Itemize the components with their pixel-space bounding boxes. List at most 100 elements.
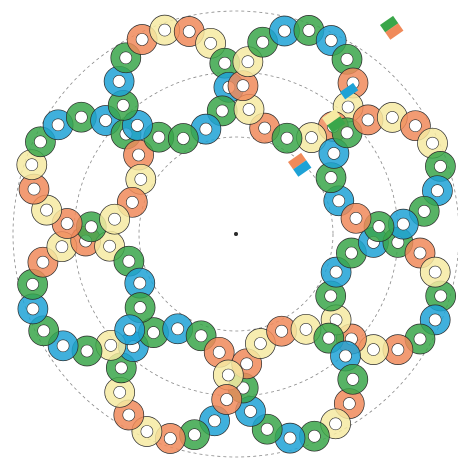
ring-yellow [100,204,130,234]
ring-hole [38,325,50,337]
ring-hole [222,369,234,381]
ring-hole [261,423,273,435]
ring-hole [85,221,97,233]
ring-hole [177,133,189,145]
ring-hole [136,34,148,46]
ring-hole [135,173,147,185]
ring-hole [325,172,337,184]
ring-hole [431,185,443,197]
ring-hole [340,350,352,362]
ring-hole [242,56,254,68]
ring-hole [434,160,446,172]
ring-hole [300,323,312,335]
ring-hole [276,325,288,337]
ring-hole [333,195,345,207]
ring-hole [56,241,68,253]
ring-hole [303,24,315,36]
ring-hole [172,323,184,335]
ring-hole [257,36,269,48]
ring-hole [189,429,201,441]
ring-hole [221,394,233,406]
ring-hole [205,37,217,49]
ring-hole [120,52,132,64]
ring-hole [109,213,121,225]
ring-hole [306,132,318,144]
ring-hole [115,362,127,374]
ring-yellow [420,257,450,287]
ring-hole [279,25,291,37]
ring-hole [133,149,145,161]
ring-hole [124,324,136,336]
ring-hole [254,338,266,350]
ring-hole [123,255,135,267]
ring-hole [429,314,441,326]
ring-hole [367,344,379,356]
ring-hole [325,290,337,302]
ring-hole [104,240,116,252]
green-orange-swatch [380,16,403,40]
ring-hole [57,340,69,352]
ring-hole [81,345,93,357]
ring-hole [414,247,426,259]
ring-hole [105,339,117,351]
ring-hole [284,432,296,444]
ring-hole [427,137,439,149]
ring-hole [328,147,340,159]
ring-hole [347,373,359,385]
ring-hole [209,415,221,427]
ring-hole [75,111,87,123]
ring-hole [259,122,271,134]
ring-hole [414,333,426,345]
center-dot [234,232,238,236]
ring-hole [429,266,441,278]
ring-green [272,123,302,153]
ring-hole [397,218,409,230]
ring-hole [28,183,40,195]
ring-hole [237,80,249,92]
ring-hole [117,99,129,111]
ring-hole [126,196,138,208]
ring-hole [200,123,212,135]
ring-hole [37,256,49,268]
ring-orange [212,385,242,415]
ring-hole [281,132,293,144]
ring-hole [61,218,73,230]
ring-hole [323,332,335,344]
ring-hole [134,277,146,289]
ring-loop [104,15,244,153]
ring-hole [213,346,225,358]
ring-hole [216,105,228,117]
orange-blue-swatch [288,153,311,177]
ring-hole [341,127,353,139]
ring-hole [343,398,355,410]
ring-hole [373,221,385,233]
ring-hole [27,278,39,290]
ring-hole [148,327,160,339]
ring-hole [330,418,342,430]
ring-hole [34,136,46,148]
ring-hole [26,159,38,171]
ring-hole [409,120,421,132]
ring-hole [159,24,171,36]
ring-hole [123,409,135,421]
ring-hole [164,433,176,445]
ring-hole [114,386,126,398]
ring-hole [308,430,320,442]
ring-hole [330,266,342,278]
ring-hole [362,114,374,126]
ring-hole [131,119,143,131]
ring-hole [141,426,153,438]
ring-hole [100,115,112,127]
ring-green [338,364,368,394]
ring-hole [113,75,125,87]
ring-hole [350,212,362,224]
ring-hole [341,53,353,65]
ring-hole [392,344,404,356]
ring-hole [241,358,253,370]
ring-hole [27,303,39,315]
ring-hole [219,57,231,69]
ring-hole [345,247,357,259]
ring-hole [243,103,255,115]
ring-orange [341,203,371,233]
